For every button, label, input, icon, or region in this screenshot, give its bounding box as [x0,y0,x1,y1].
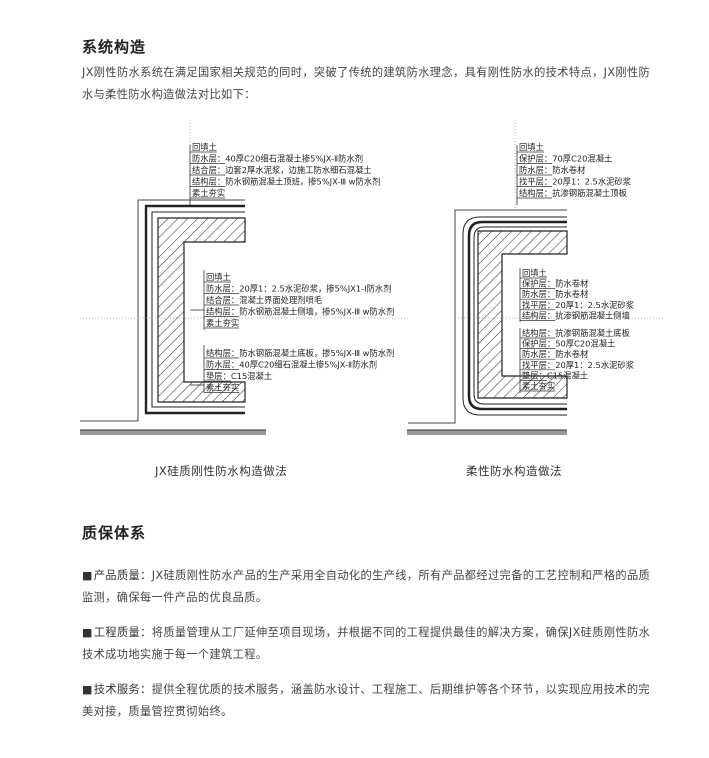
quality-item-service: ■技术服务：提供全程优质的技术服务，涵盖防水设计、工程施工、后期维护等各个环节，… [82,679,657,723]
label-right-mid-0: 回填土 [522,268,547,278]
quality-item-label: 产品质量： [93,569,152,582]
label-left-mid-4: 素土夯实 [206,318,239,328]
diagram-left-drawing [80,199,266,435]
label-right-bot-1: 保护层：50厚C20混凝土 [522,339,615,349]
intro-paragraph: JX刚性防水系统在满足国家相关规范的同时，突破了传统的建筑防水理念，具有刚性防水… [82,66,651,101]
label-left-mid-1: 防水层：20厚1：2.5水泥砂浆，掺5%JX1-Ⅰ防水剂 [206,284,392,294]
label-left-top-0: 回填土 [192,142,217,152]
caption-left: JX硅质刚性防水构造做法 [155,464,288,478]
label-right-mid-2: 防水层：防水卷材 [522,289,588,299]
label-left-mid-3: 结构层：防水钢筋混凝土侧墙，掺5%JX-Ⅲ w防水剂 [206,307,394,317]
label-left-top-4: 素土夯实 [192,188,225,198]
quality-item-product: ■产品质量：JX硅质刚性防水产品的生产采用全自动化的生产线，所有产品都经过完备的… [82,565,657,609]
label-right-top-4: 结构层：抗渗钢筋混凝土顶板 [519,188,628,198]
section-title-system-construction: 系统构造 [82,38,147,56]
bullet-square-icon: ■ [82,683,93,696]
construction-diagrams: 回填土防水层：40厚C20细石混凝土掺5%JX-Ⅱ防水剂结合层：边套2厚水泥浆，… [80,120,665,435]
label-right-mid-3: 找平层：20厚1：2.5水泥砂浆 [522,300,634,310]
label-right-mid-1: 保护层：防水卷材 [522,279,588,289]
quality-item-text: JX硅质刚性防水产品的生产采用全自动化的生产线，所有产品都经过完备的工艺控制和严… [82,569,651,604]
label-left-top-2: 结合层：边套2厚水泥浆，边施工防水细石混凝土 [192,165,372,175]
label-left-bot-2: 垫层：C15混凝土 [206,371,272,381]
label-left-mid-0: 回填土 [206,272,231,282]
label-right-top-1: 保护层：70厚C20混凝土 [519,154,612,164]
label-right-top-2: 防水层：防水卷材 [519,165,585,175]
ground-base-left [80,430,266,435]
label-left-mid-2: 结合层：混凝土界面处理剂喷毛 [206,295,322,305]
ground-base-right [407,430,567,435]
quality-item-text: 提供全程优质的技术服务，涵盖防水设计、工程施工、后期维护等各个环节，以实现应用技… [82,683,651,718]
label-right-bot-2: 防水层：防水卷材 [522,349,588,359]
quality-item-text: 将质量管理从工厂延伸至项目现场，并根据不同的工程提供最佳的解决方案，确保JX硅质… [82,626,651,661]
bullet-square-icon: ■ [82,626,93,639]
caption-right: 柔性防水构造做法 [466,464,562,478]
label-right-bot-3: 找平层：20厚1：2.5水泥砂浆 [522,360,634,370]
label-left-bot-3: 素土夯实 [206,383,239,393]
label-right-bot-0: 结构层：抗渗钢筋混凝土底板 [522,328,631,338]
label-right-top-0: 回填土 [519,142,544,152]
label-left-top-3: 结构层：防水钢筋混凝土顶班，掺5%JX-Ⅲ w防水剂 [192,177,380,187]
quality-item-label: 技术服务： [93,683,152,696]
diagram-right-drawing [407,209,568,435]
label-left-bot-1: 防水层：40厚C20细石混凝土惨5%JX-Ⅱ防水剂 [206,360,377,370]
section-title-quality-system: 质保体系 [82,524,147,542]
label-right-bot-4: 垫层：C15混凝土 [522,370,588,380]
label-left-top-1: 防水层：40厚C20细石混凝土掺5%JX-Ⅱ防水剂 [192,154,363,164]
bullet-square-icon: ■ [82,569,93,582]
label-right-bot-5: 素土夯实 [522,381,555,391]
quality-item-label: 工程质量： [93,626,152,639]
label-right-top-3: 找平层：20厚1：2.5水泥砂浆 [519,177,631,187]
quality-item-engineering: ■工程质量：将质量管理从工厂延伸至项目现场，并根据不同的工程提供最佳的解决方案，… [82,622,657,666]
label-right-mid-4: 结构层：抗渗钢筋混凝土侧墙 [522,310,630,320]
diagram-labels: 回填土防水层：40厚C20细石混凝土掺5%JX-Ⅱ防水剂结合层：边套2厚水泥浆，… [190,142,634,393]
label-left-bot-0: 结构层：防水钢筋混凝土底板，掺5%JX-Ⅲ w防水剂 [206,348,394,358]
